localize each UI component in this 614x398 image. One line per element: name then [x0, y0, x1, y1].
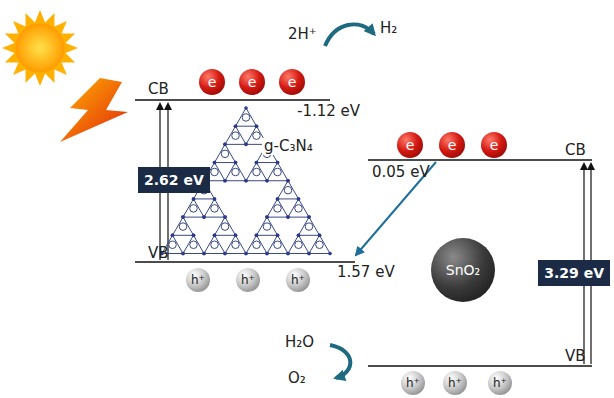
node-text: e — [208, 74, 217, 90]
node-text: h⁺ — [493, 376, 507, 390]
node-text: e — [490, 137, 499, 153]
electron-ball: e — [439, 132, 465, 158]
node-text: SnO₂ — [446, 262, 480, 278]
band-label: g-C₃N₄ — [262, 138, 315, 155]
electron-ball: e — [239, 69, 265, 95]
band-label: VB — [565, 348, 586, 365]
band-label: 1.57 eV — [337, 264, 395, 281]
band-lines — [135, 100, 592, 366]
sun — [2, 10, 78, 86]
band-label: H₂O — [285, 334, 314, 351]
node-text: h⁺ — [241, 273, 255, 287]
oxidation-arrow — [330, 345, 350, 378]
node-text: 2.62 eV — [144, 172, 204, 188]
hole-ball: h⁺ — [443, 371, 467, 395]
band-label: 0.05 eV — [372, 164, 430, 181]
band-gap-box: 3.29 eV — [538, 260, 610, 286]
hole-ball: h⁺ — [488, 371, 512, 395]
node-text: 3.29 eV — [544, 265, 604, 281]
band-label: VB — [148, 245, 169, 262]
electron-ball: e — [397, 132, 423, 158]
node-text: h⁺ — [406, 376, 420, 390]
electron-ball: e — [481, 132, 507, 158]
sno2-sphere: SnO₂ — [431, 238, 495, 302]
band-label: CB — [148, 81, 169, 98]
band-label: -1.12 eV — [297, 103, 360, 120]
electron-ball: e — [199, 69, 225, 95]
node-text: e — [406, 137, 415, 153]
band-gap-box: 2.62 eV — [138, 167, 210, 193]
node-text: h⁺ — [448, 376, 462, 390]
band-label: CB — [565, 142, 586, 159]
node-text: e — [248, 74, 257, 90]
band-label: O₂ — [288, 370, 306, 387]
hole-ball: h⁺ — [186, 268, 210, 292]
hole-ball: h⁺ — [286, 268, 310, 292]
band-label: 2H⁺ — [288, 26, 317, 43]
electron-ball: e — [279, 69, 305, 95]
node-text: e — [448, 137, 457, 153]
hole-ball: h⁺ — [236, 268, 260, 292]
lightning-bolt — [60, 78, 128, 142]
excitation-arrows — [160, 104, 591, 364]
transfer-arrow — [356, 162, 436, 255]
reduction-arrow — [325, 24, 374, 46]
hole-ball: h⁺ — [401, 371, 425, 395]
node-text: h⁺ — [291, 273, 305, 287]
node-text: h⁺ — [191, 273, 205, 287]
band-label: H₂ — [380, 20, 397, 37]
node-text: e — [288, 74, 297, 90]
